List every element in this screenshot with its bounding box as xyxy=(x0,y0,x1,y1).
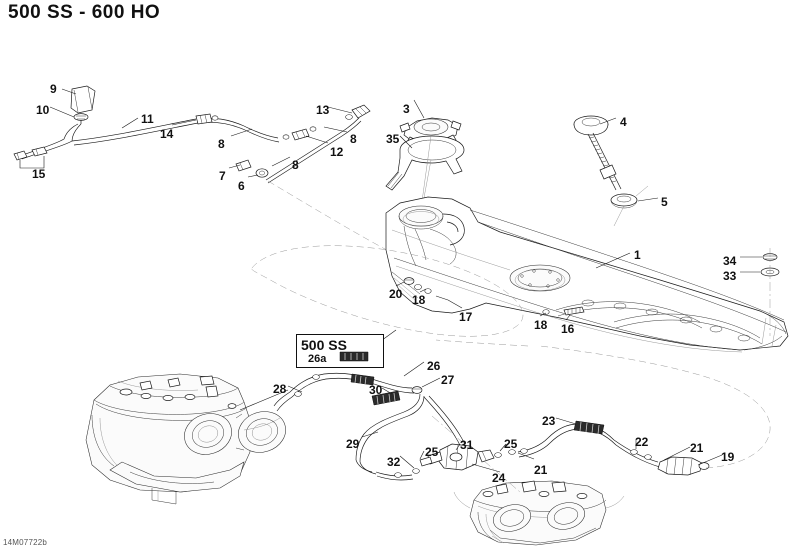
callout-number: 11 xyxy=(141,112,154,126)
page-title: 500 SS - 600 HO xyxy=(8,2,161,23)
callout-number: 27 xyxy=(441,373,455,387)
callout-number: 25 xyxy=(425,445,439,459)
callout-number: 24 xyxy=(492,471,506,485)
tank-fitting-20-icon xyxy=(403,277,422,290)
fitting-27-icon xyxy=(411,386,423,394)
callout-number: 32 xyxy=(387,455,401,469)
callout-number: 29 xyxy=(346,437,360,451)
callout-number: 22 xyxy=(635,435,649,449)
sender-rod-icon xyxy=(587,132,622,191)
callout-number: 8 xyxy=(350,132,357,146)
cap-retainer-bracket-icon xyxy=(385,135,465,191)
carburetor-assembly-bottom xyxy=(453,480,625,546)
callout-number: 25 xyxy=(504,437,518,451)
callout-number: 21 xyxy=(690,441,704,455)
callout-number: 1 xyxy=(634,248,641,262)
leader-lines-tank xyxy=(395,99,659,321)
vent-valve-icon xyxy=(70,85,96,114)
carburetor-assembly-left xyxy=(85,373,286,505)
hose-clamp-26a-icon xyxy=(350,373,375,386)
hose-clamp-23-icon xyxy=(573,420,605,435)
callout-number: 3 xyxy=(403,102,410,116)
line-connector-icons xyxy=(13,146,48,169)
callout-number: 30 xyxy=(369,383,383,397)
callout-number: 28 xyxy=(273,382,287,396)
callout-number: 23 xyxy=(542,414,556,428)
fuel-sender-assembly xyxy=(573,115,649,227)
variant-box-title: 500 SS xyxy=(301,337,347,353)
callout-number: 18 xyxy=(534,318,548,332)
inline-fitting-icon xyxy=(282,126,317,141)
callout-number: 21 xyxy=(534,463,548,477)
callout-number: 4 xyxy=(620,115,627,129)
callout-number: 14 xyxy=(160,127,174,141)
callout-number: 16 xyxy=(561,322,575,336)
elbow-fitting-icon xyxy=(345,104,371,120)
callout-number: 19 xyxy=(721,450,735,464)
callout-number: 9 xyxy=(50,82,57,96)
sender-cap-icon xyxy=(573,115,609,136)
tank-strap-channels xyxy=(555,299,763,345)
callout-number: 15 xyxy=(32,167,46,181)
leader-lines-bottom xyxy=(239,361,723,473)
variant-callout-box xyxy=(296,334,384,368)
sender-grommet-icon xyxy=(610,193,638,209)
intake-bell-left xyxy=(184,413,232,455)
variant-box-part-number: 26a xyxy=(308,353,327,365)
tank-warning-label-icon xyxy=(563,306,585,316)
callout-number: 26 xyxy=(427,359,441,373)
callout-number: 6 xyxy=(238,179,245,193)
intake-bell-right xyxy=(238,411,286,453)
callout-number: 8 xyxy=(292,158,299,172)
callout-number: 20 xyxy=(389,287,403,301)
callout-number: 34 xyxy=(723,254,737,268)
callout-number: 17 xyxy=(459,310,473,324)
callout-number: 13 xyxy=(316,103,330,117)
fuel-cap-assembly xyxy=(385,117,465,217)
hose-fitting-icon xyxy=(195,113,219,125)
fastener-stack xyxy=(740,248,780,336)
vent-line-assembly xyxy=(13,85,399,257)
leader-lines-top xyxy=(49,88,353,178)
callout-number: 31 xyxy=(460,438,474,452)
callout-number: 35 xyxy=(386,132,400,146)
diagram-id-code: 14M07722b xyxy=(3,538,48,547)
callout-number: 5 xyxy=(661,195,668,209)
tank-fitting-18-icon xyxy=(424,288,550,315)
callout-number: 12 xyxy=(330,145,344,159)
fitting-25-left-icon xyxy=(419,456,433,467)
fuel-tank-icon xyxy=(251,196,789,353)
callout-number: 18 xyxy=(412,293,426,307)
callout-number: 8 xyxy=(218,137,225,151)
fuel-hose-network xyxy=(273,339,771,481)
grommet-icon xyxy=(255,168,269,178)
callout-number: 7 xyxy=(219,169,226,183)
fuel-filter-icon xyxy=(657,456,710,476)
vent-clamp-icon xyxy=(73,113,89,124)
callout-number: 33 xyxy=(723,269,737,283)
callout-number: 10 xyxy=(36,103,50,117)
lower-fitting-icon xyxy=(235,159,252,172)
